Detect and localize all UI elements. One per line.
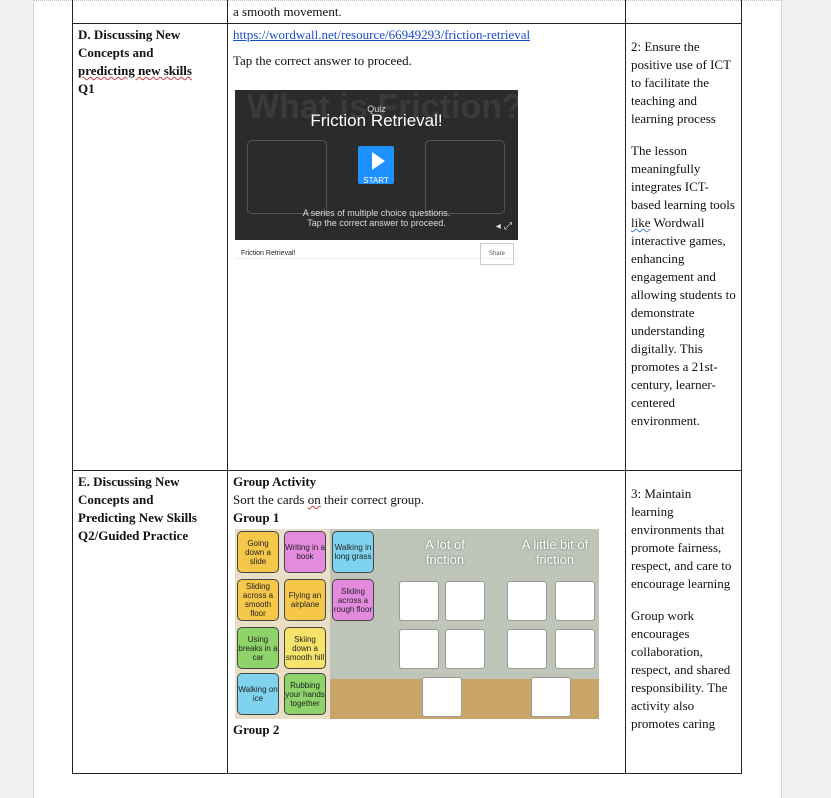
sort-card[interactable]: Writing in a book	[284, 531, 326, 573]
row-e-label: E. Discussing New Concepts and Predictin…	[72, 470, 228, 774]
sort-card[interactable]: Rubbing your hands together	[284, 673, 326, 715]
table-row-top: a smooth movement.	[72, 0, 742, 24]
sort-game: A lot of friction A little bit of fricti…	[235, 529, 599, 719]
group-2-label: Group 2	[233, 722, 280, 737]
wordwall-link[interactable]: https://wordwall.net/resource/66949293/f…	[233, 27, 531, 42]
drop-slot[interactable]	[399, 629, 439, 669]
drop-slot[interactable]	[445, 629, 485, 669]
quiz-kicker: Quiz	[367, 104, 386, 114]
table-row-d: D. Discussing New Concepts and predictin…	[72, 23, 742, 471]
ghost-card	[425, 140, 505, 214]
table-row-e: E. Discussing New Concepts and Predictin…	[72, 470, 742, 774]
play-icon	[372, 152, 385, 170]
sort-card[interactable]: Sliding across a smooth floor	[237, 579, 279, 621]
sort-card[interactable]: Walking in long grass	[332, 531, 374, 573]
row-d-side: 2: Ensure the positive use of ICT to fac…	[625, 23, 742, 471]
sort-card[interactable]: Skiing down a smooth hill	[284, 627, 326, 669]
sort-card[interactable]: Using breaks in a car	[237, 627, 279, 669]
drop-slot[interactable]	[507, 629, 547, 669]
header-a-lot: A lot of friction	[425, 537, 465, 567]
drop-slot[interactable]	[555, 581, 595, 621]
top-text: a smooth movement.	[233, 4, 342, 19]
sort-card[interactable]: Flying an airplane	[284, 579, 326, 621]
instruction-text: Tap the correct answer to proceed.	[233, 53, 412, 68]
sort-instruction: Sort the cards on their correct group.	[233, 492, 424, 507]
row-d-content: https://wordwall.net/resource/66949293/f…	[227, 23, 626, 471]
quiz-footer: Friction Retrieval! Share	[235, 240, 518, 265]
lesson-table: a smooth movement. D. Discussing New Con…	[72, 0, 742, 774]
drop-slot[interactable]	[531, 677, 571, 717]
quiz-note-2: Tap the correct answer to proceed.	[307, 218, 446, 228]
row-d-label: D. Discussing New Concepts and predictin…	[72, 23, 228, 471]
header-little-bit: A little bit of friction	[521, 537, 589, 567]
row-e-content: Group Activity Sort the cards on their c…	[227, 470, 626, 774]
quiz-note-1: A series of multiple choice questions.	[302, 208, 451, 218]
drop-slot[interactable]	[445, 581, 485, 621]
drop-slot[interactable]	[399, 581, 439, 621]
drop-slot[interactable]	[555, 629, 595, 669]
fullscreen-icon[interactable]: ◂ ⤢	[495, 221, 512, 232]
sort-card[interactable]: Going down a slide	[237, 531, 279, 573]
sort-card[interactable]: Walking on ice	[237, 673, 279, 715]
drop-slot[interactable]	[422, 677, 462, 717]
ghost-card	[247, 140, 327, 214]
row-e-side: 3: Maintain learning environments that p…	[625, 470, 742, 774]
document-page: a smooth movement. D. Discussing New Con…	[33, 0, 782, 798]
sort-card[interactable]: Sliding across a rough floor	[332, 579, 374, 621]
group-1-label: Group 1	[233, 510, 280, 525]
start-button[interactable]: START	[358, 146, 394, 185]
quiz-embed[interactable]: What is Friction? Quiz Friction Retrieva…	[235, 90, 518, 240]
share-button[interactable]: Share	[479, 243, 514, 265]
drop-slot[interactable]	[507, 581, 547, 621]
quiz-title: Friction Retrieval!	[310, 111, 443, 130]
